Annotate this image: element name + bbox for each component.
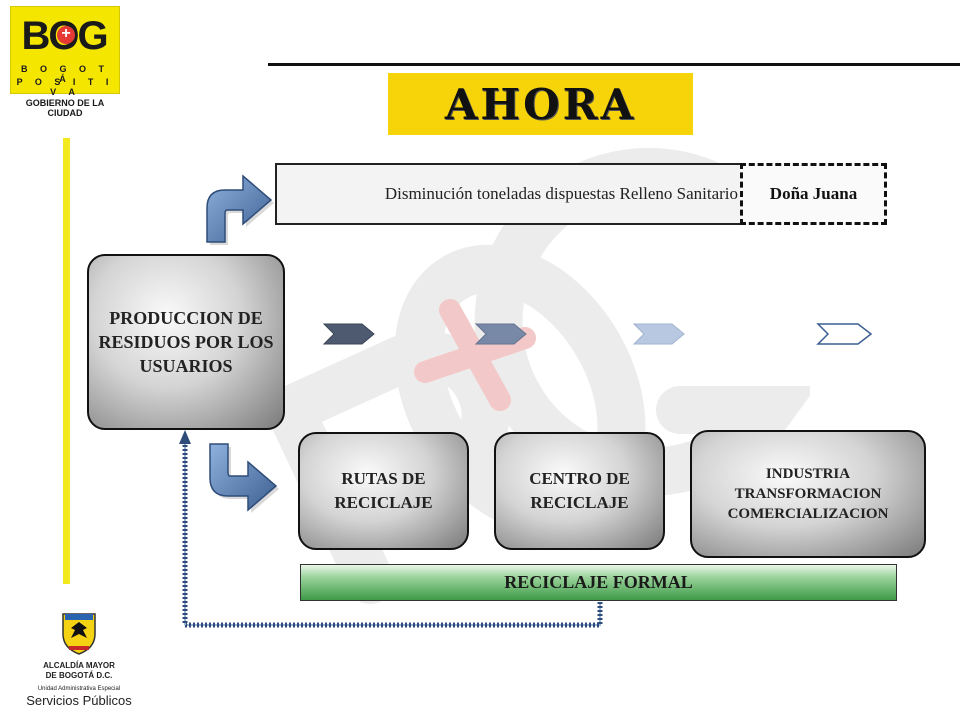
alcaldia-line-4: Servicios Públicos — [26, 693, 132, 708]
rutas-reciclaje-box: RUTAS DE RECICLAJE — [298, 432, 469, 550]
alcaldia-line-2: DE BOGOTÁ D.C. — [45, 671, 113, 680]
curved-arrow-up-icon — [206, 174, 274, 245]
logo-line-2: P O S I T I V A — [16, 77, 114, 97]
logo-tagline: GOBIERNO DE LA CIUDAD — [25, 98, 105, 118]
disminucion-banner: Disminución toneladas dispuestas Relleno… — [275, 163, 887, 225]
yellow-accent-bar — [63, 138, 70, 584]
industria-box: INDUSTRIA TRANSFORMACION COMERCIALIZACIO… — [690, 430, 926, 558]
curved-arrow-down-icon — [209, 443, 279, 513]
logo-line-1: B O G O T Á — [20, 64, 109, 84]
page-title: AHORA — [444, 79, 637, 129]
centro-reciclaje-box: CENTRO DE RECICLAJE — [494, 432, 665, 550]
logo-plus: + — [57, 26, 75, 44]
chevron-arrow-3-icon — [632, 323, 685, 345]
alcaldia-line-1: ALCALDÍA MAYOR — [43, 661, 115, 670]
alcaldia-line-3: Unidad Administrativa Especial — [37, 686, 121, 692]
logo-yellow-box — [10, 6, 120, 94]
top-divider — [268, 63, 960, 66]
chevron-arrow-2-icon — [474, 323, 527, 345]
banner-dashed-box: Doña Juana — [740, 163, 887, 225]
chevron-arrow-4-icon — [816, 323, 873, 345]
banner-main-text: Disminución toneladas dispuestas Relleno… — [384, 184, 738, 203]
reciclaje-formal-bar: RECICLAJE FORMAL — [300, 564, 897, 601]
alcaldia-logo: ALCALDÍA MAYOR DE BOGOTÁ D.C. Unidad Adm… — [20, 610, 138, 715]
title-box: AHORA — [388, 73, 693, 135]
produccion-residuos-box: PRODUCCION DE RESIDUOS POR LOS USUARIOS — [87, 254, 285, 430]
coat-of-arms-icon — [62, 613, 96, 655]
chevron-arrow-1-icon — [322, 323, 375, 345]
bog-positiva-logo: BOG + B O G O T Á P O S I T I V A GOBIER… — [10, 6, 120, 118]
dotted-feedback-arrow-icon — [179, 430, 603, 628]
